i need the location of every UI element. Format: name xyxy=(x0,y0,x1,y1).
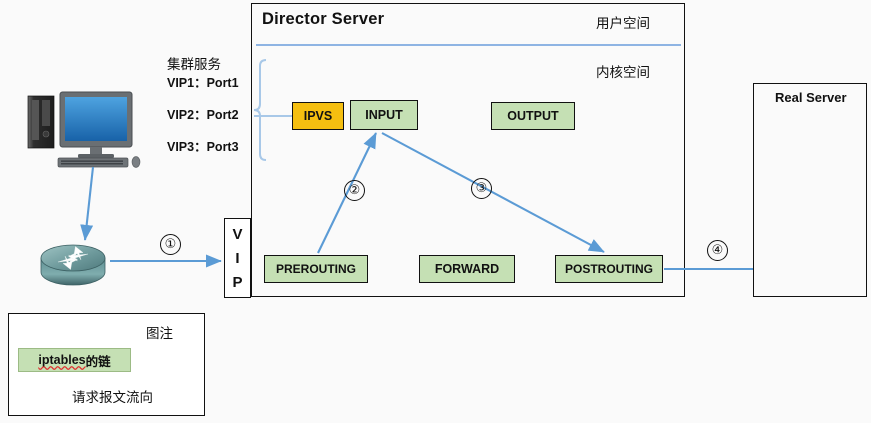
cluster-service-entry-2: VIP2：Port2 xyxy=(167,108,239,122)
chain-box-output[interactable]: OUTPUT xyxy=(491,102,575,130)
chain-box-postrouting[interactable]: POSTROUTING xyxy=(555,255,663,283)
real-server-box xyxy=(753,83,867,297)
vip-letter-p: P xyxy=(232,273,243,291)
kernel-space-label: 内核空间 xyxy=(596,65,650,80)
router-icon xyxy=(40,244,106,286)
director-server-title: Director Server xyxy=(262,10,385,28)
chain-box-prerouting[interactable]: PREROUTING xyxy=(264,255,368,283)
vip-letter-v: V xyxy=(232,225,243,243)
cluster-service-entry-1: VIP1：Port1 xyxy=(167,76,239,90)
client-computer-icon xyxy=(27,91,141,168)
legend-title: 图注 xyxy=(146,326,173,341)
chain-box-forward[interactable]: FORWARD xyxy=(419,255,515,283)
step-marker-3: ③ xyxy=(471,178,492,199)
chain-box-input[interactable]: INPUT xyxy=(350,100,418,130)
chain-box-ipvs[interactable]: IPVS xyxy=(292,102,344,130)
real-server-title: Real Server xyxy=(775,90,847,105)
director-server-box xyxy=(251,3,685,297)
step-marker-2: ② xyxy=(344,180,365,201)
step-marker-1: ① xyxy=(160,234,181,255)
legend-flow-label: 请求报文流向 xyxy=(72,390,153,405)
user-space-label: 用户空间 xyxy=(596,16,650,31)
vip-box[interactable]: V I P xyxy=(224,218,251,298)
step-marker-4: ④ xyxy=(707,240,728,261)
cluster-service-title: 集群服务 xyxy=(167,57,221,72)
vip-letter-i: I xyxy=(235,249,240,267)
legend-chip-keyword: iptables xyxy=(38,353,86,367)
legend-chip-suffix: 的链 xyxy=(85,354,111,369)
cluster-service-entry-3: VIP3：Port3 xyxy=(167,140,239,154)
